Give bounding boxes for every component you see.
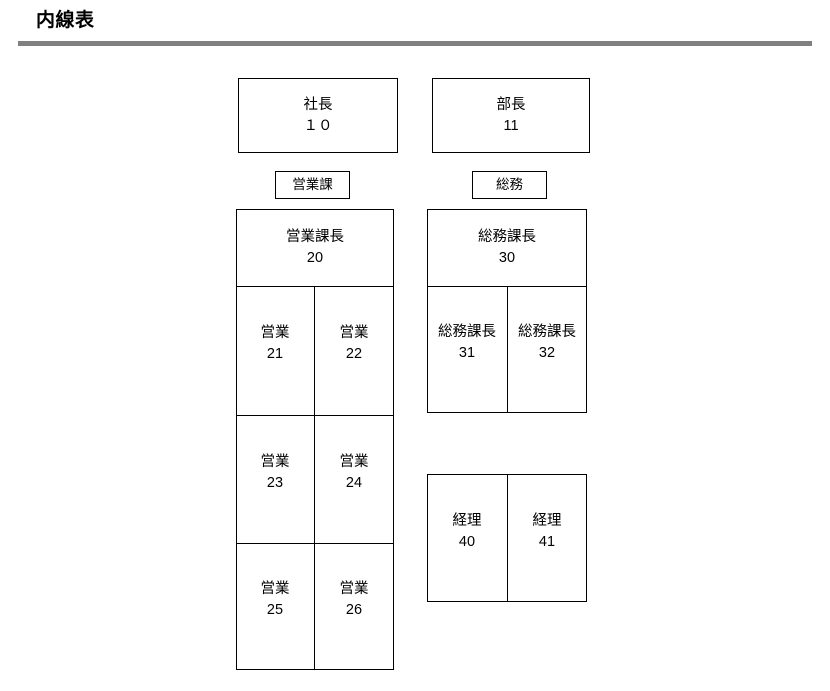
admin-member-cell-31[interactable]: 総務課長 31 [427,286,507,413]
sales-member-text-25: 営業 25 [236,579,314,621]
accounting-member-text-40: 経理 40 [427,511,507,553]
exec-role-general-manager: 部長 [496,96,526,113]
sales-member-cell-23[interactable]: 営業 23 [236,415,314,543]
exec-box-general-manager[interactable]: 部長 11 [432,78,590,153]
admin-head-role: 総務課長 [478,228,536,245]
sales-member-role-23: 営業 [260,453,290,470]
admin-head-number: 30 [498,249,516,266]
sales-member-number-26: 26 [345,602,363,619]
accounting-member-cell-41[interactable]: 経理 41 [507,474,587,602]
sales-member-text-22: 営業 22 [314,323,394,365]
sales-member-cell-24[interactable]: 営業 24 [314,415,394,543]
admin-member-cell-32[interactable]: 総務課長 32 [507,286,587,413]
admin-member-number-32: 32 [538,345,556,362]
sales-head-text: 営業課長 20 [236,227,394,269]
sales-member-role-22: 営業 [339,325,369,342]
sales-head-number: 20 [306,249,324,266]
admin-member-number-31: 31 [458,345,476,362]
sales-head-cell[interactable]: 営業課長 20 [236,209,394,286]
sales-member-cell-25[interactable]: 営業 25 [236,543,314,670]
sales-member-number-24: 24 [345,474,363,491]
admin-member-text-31: 総務課長 31 [427,322,507,364]
sales-divider-row-2 [236,415,394,416]
accounting-member-number-40: 40 [458,533,476,550]
accounting-divider-column [507,474,508,602]
department-tag-admin[interactable]: 総務 [472,171,547,199]
sales-member-role-26: 営業 [339,581,369,598]
department-tag-sales[interactable]: 営業課 [275,171,350,199]
admin-head-text: 総務課長 30 [427,227,587,269]
accounting-member-role-40: 経理 [452,512,482,529]
admin-divider-column [507,286,508,413]
accounting-member-cell-40[interactable]: 経理 40 [427,474,507,602]
sales-divider-row-1 [236,286,394,287]
sales-member-role-21: 営業 [260,325,290,342]
accounting-member-role-41: 経理 [532,512,562,529]
admin-member-role-32: 総務課長 [518,324,576,341]
admin-member-text-32: 総務課長 32 [507,322,587,364]
exec-role-president: 社長 [303,96,333,113]
sales-member-role-24: 営業 [339,453,369,470]
exec-box-president[interactable]: 社長 １０ [238,78,398,153]
sales-member-cell-21[interactable]: 営業 21 [236,286,314,415]
sales-member-text-26: 営業 26 [314,579,394,621]
admin-head-cell[interactable]: 総務課長 30 [427,209,587,286]
sales-member-cell-26[interactable]: 営業 26 [314,543,394,670]
sales-department-grid [236,209,394,670]
header-divider-rule [18,41,812,46]
exec-text-president: 社長 １０ [239,95,397,137]
exec-number-general-manager: 11 [503,117,519,134]
sales-member-cell-22[interactable]: 営業 22 [314,286,394,415]
sales-head-role: 営業課長 [286,228,344,245]
sales-member-text-24: 営業 24 [314,452,394,494]
sales-divider-row-3 [236,543,394,544]
sales-member-number-23: 23 [266,474,284,491]
admin-member-role-31: 総務課長 [438,324,496,341]
accounting-member-text-41: 経理 41 [507,511,587,553]
exec-number-president: １０ [303,117,333,134]
sales-member-number-22: 22 [345,346,363,363]
sales-member-number-25: 25 [266,602,284,619]
sales-member-role-25: 営業 [260,581,290,598]
sales-divider-column [314,286,315,670]
department-tag-admin-label: 総務 [496,177,523,193]
accounting-member-number-41: 41 [538,533,556,550]
department-tag-sales-label: 営業課 [292,177,333,193]
sales-member-text-21: 営業 21 [236,323,314,365]
sales-member-number-21: 21 [266,346,284,363]
exec-text-general-manager: 部長 11 [433,95,589,137]
sales-member-text-23: 営業 23 [236,452,314,494]
page-title: 内線表 [36,10,95,31]
